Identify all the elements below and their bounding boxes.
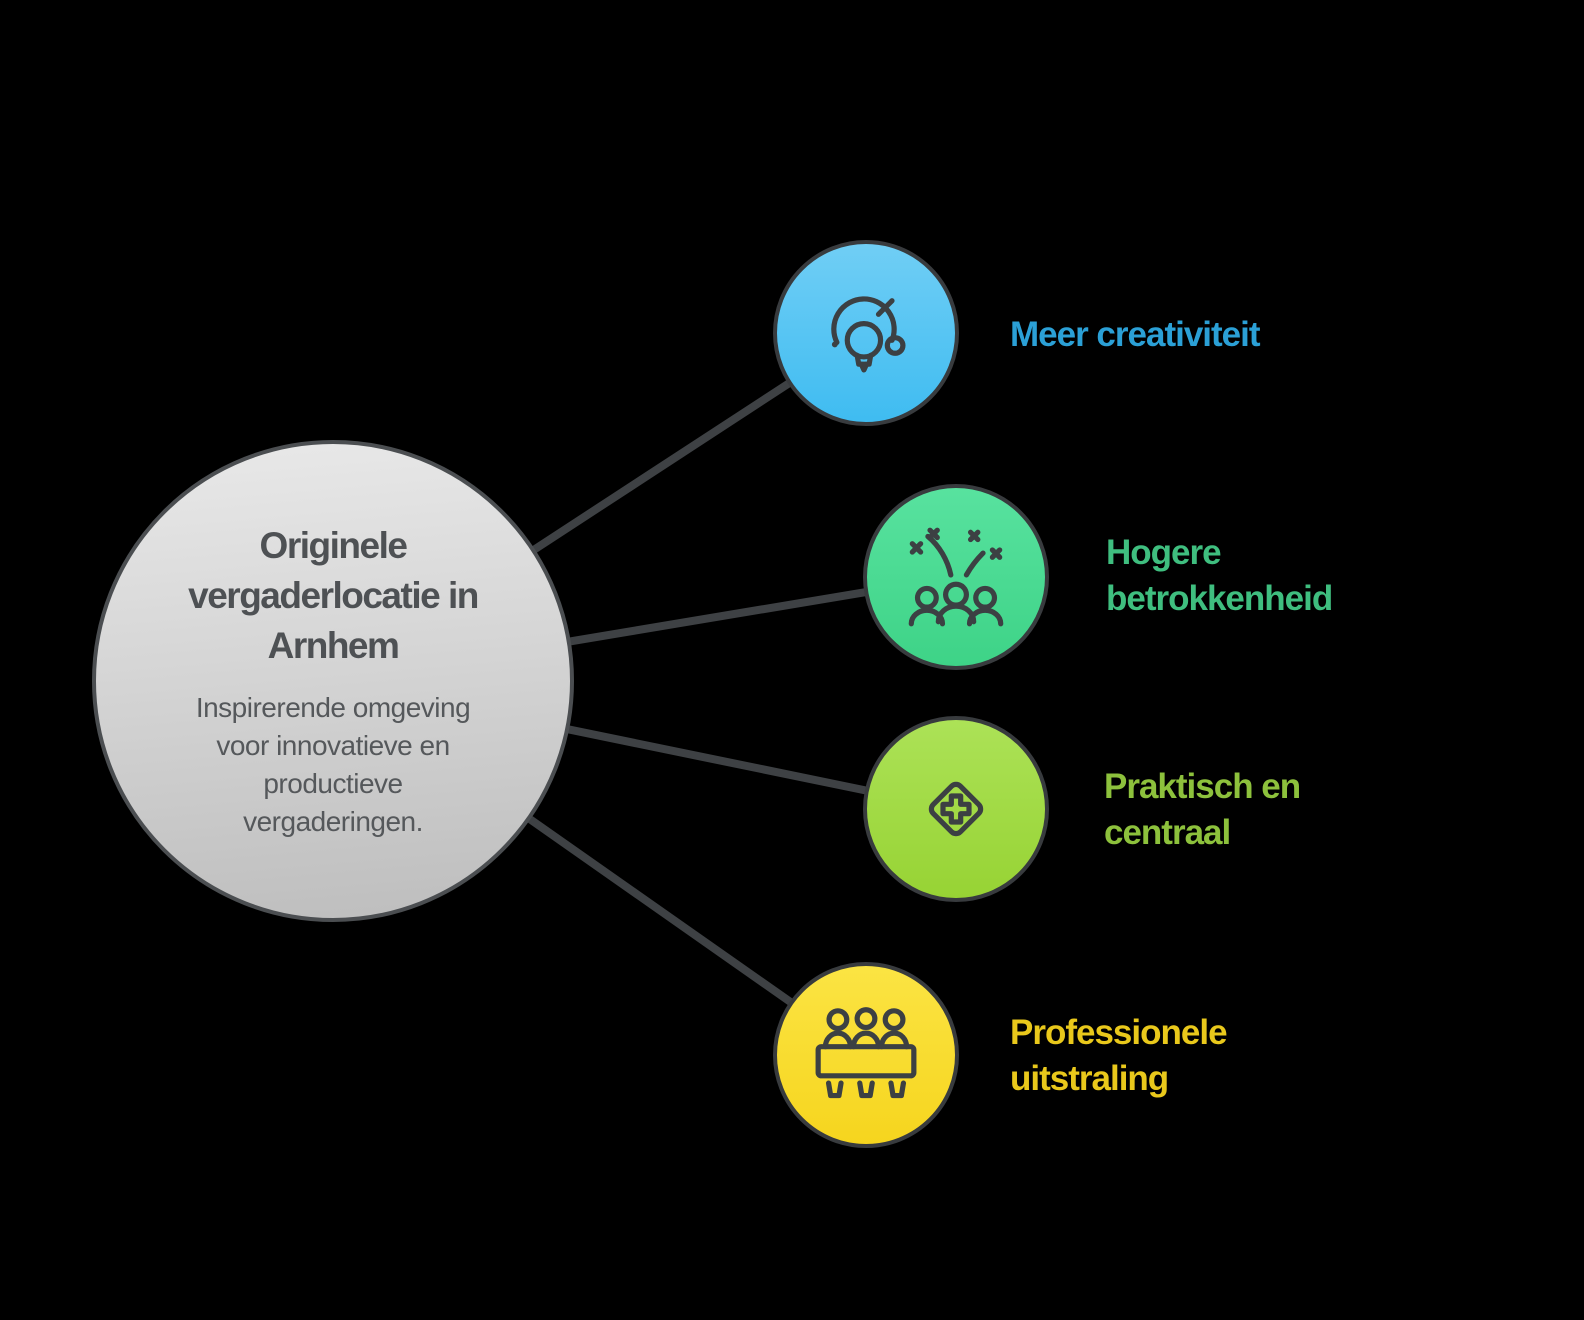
node-label-meer-creativiteit: Meer creativiteit <box>1010 314 1261 354</box>
meeting-table-icon <box>815 1007 917 1099</box>
central-title: Originele vergaderlocatie in Arnhem <box>188 524 479 666</box>
idea-lightbulb-icon <box>831 296 906 373</box>
celebration-people-icon <box>908 527 1004 627</box>
node-circle-praktisch-en-centraal <box>863 716 1049 902</box>
node-label-professionele-uitstraling: Professionele uitstraling <box>1010 1012 1228 1098</box>
diamond-plus-icon <box>928 781 984 837</box>
central-topic-circle: Originele vergaderlocatie in Arnhem Insp… <box>92 440 574 922</box>
node-circle-meer-creativiteit <box>773 240 959 426</box>
node-circle-professionele-uitstraling <box>773 962 959 1148</box>
node-label-hogere-betrokkenheid: Hogere betrokkenheid <box>1106 532 1333 618</box>
node-label-praktisch-en-centraal: Praktisch en centraal <box>1104 766 1301 852</box>
central-description: Inspirerende omgeving voor innovatieve e… <box>195 691 471 837</box>
node-circle-hogere-betrokkenheid <box>863 484 1049 670</box>
